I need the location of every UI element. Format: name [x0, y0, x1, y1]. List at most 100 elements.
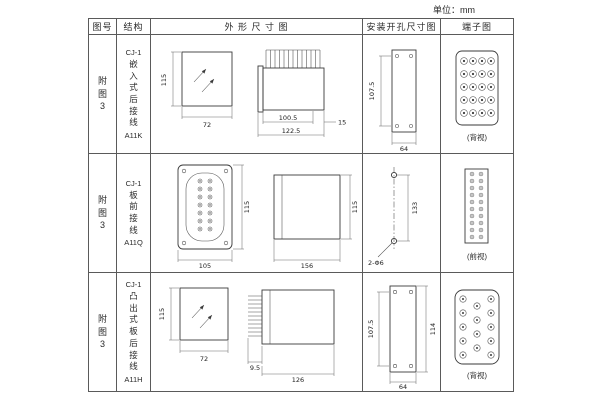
terminal-cell-2: (前视)	[440, 153, 514, 273]
dim-label: 122.5	[281, 127, 300, 135]
dim-label: 115	[160, 73, 168, 85]
dim-label: 114	[429, 322, 437, 334]
terminal-grid	[469, 171, 484, 240]
outline-cell-2: 115 105	[150, 153, 363, 273]
dim-label: 105	[198, 262, 210, 270]
dim-height-side: 115	[340, 174, 359, 239]
terminal-grid	[459, 295, 495, 359]
dim-label: 107.5	[368, 81, 376, 100]
mounting-drawing-a11k: 107.5 64	[368, 49, 416, 153]
side-view	[257, 49, 324, 112]
outline-drawing-a11k: 115 72	[160, 49, 346, 137]
dim-height: 115	[160, 51, 181, 106]
dim-overall-depth: 122.5	[257, 110, 324, 137]
front-view	[181, 51, 232, 106]
dim-flange: 15	[323, 118, 346, 126]
panel-cutout	[389, 285, 416, 372]
terminal-diagram-a11k	[455, 50, 499, 126]
outline-drawing-a11q: 115 105	[177, 164, 359, 270]
dim-label: 156	[300, 262, 312, 270]
structure-text: 嵌入式后接线	[129, 58, 138, 128]
dim-outer-height: 114	[416, 285, 437, 372]
structure-cell-1: CJ-1 嵌入式后接线 A11K	[116, 34, 151, 154]
dim-label: 9.5	[249, 364, 259, 372]
fig-no-text: 附图3	[97, 314, 107, 350]
unit-label: 单位：mm	[433, 5, 475, 15]
terminal-cell-3: (背视)	[440, 272, 514, 392]
dim-label: 115	[158, 307, 166, 319]
dim-pin-length: 9.5	[247, 337, 262, 372]
dim-label: 64	[399, 145, 407, 153]
code-text: A11K	[124, 131, 143, 141]
outline-cell-1: 115 72	[150, 34, 363, 154]
col-header-mounting: 安装开孔尺寸图	[362, 18, 441, 35]
front-view	[177, 164, 232, 249]
terminal-cell-1: (背视)	[440, 34, 514, 154]
dim-label: 115	[243, 200, 251, 212]
col-header-fig-no: 图号	[88, 18, 117, 35]
header-row: 图号 结构 外 形 尺 寸 图 安装开孔尺寸图 端子图	[88, 18, 514, 35]
dim-label: 100.5	[278, 114, 297, 122]
dim-body-depth: 100.5	[262, 110, 313, 124]
dim-height-front: 115	[232, 164, 251, 249]
side-view	[247, 289, 334, 344]
code-text: A11H	[124, 375, 143, 385]
dim-label: 126	[291, 376, 303, 384]
structure-text: 凸出式板后接线	[129, 290, 138, 372]
dim-label: 107.5	[367, 319, 375, 338]
view-caption: (背视)	[467, 371, 487, 380]
fig-no-text: 附图3	[97, 76, 107, 112]
hole-axis	[390, 166, 397, 249]
front-view	[179, 287, 228, 340]
dim-width: 72	[179, 340, 228, 363]
fig-no-cell-3: 附图3	[88, 272, 117, 392]
dim-width: 64	[389, 372, 416, 391]
model-text: CJ-1	[125, 178, 142, 188]
structure-cell-2: CJ-1 板前接线 A11Q	[116, 153, 151, 273]
terminal-diagram-a11h	[454, 289, 500, 365]
dim-spacing: 133	[396, 174, 419, 241]
dim-label: 72	[199, 355, 207, 363]
hole-callout: 2-Φ6	[368, 242, 392, 267]
col-header-outline: 外 形 尺 寸 图	[150, 18, 363, 35]
dim-depth-side: 156	[273, 239, 340, 270]
fig-no-cell-1: 附图3	[88, 34, 117, 154]
dim-depth: 126	[261, 344, 334, 384]
panel-cutout	[391, 49, 416, 132]
fig-no-text: 附图3	[97, 195, 107, 231]
dim-label: 133	[411, 201, 419, 213]
dim-label: 15	[338, 118, 346, 126]
dim-label: 64	[398, 383, 406, 391]
side-view	[273, 174, 340, 239]
view-caption: (前视)	[467, 252, 487, 261]
mount-cell-3: 107.5 114 64	[362, 272, 441, 392]
model-text: CJ-1	[125, 279, 142, 289]
col-header-terminal: 端子图	[440, 18, 514, 35]
mounting-drawing-a11q: 133 2-Φ6	[368, 166, 419, 267]
dim-width-front: 105	[177, 249, 232, 270]
dim-width: 72	[181, 106, 232, 129]
outline-drawing-a11h: 115 72	[158, 287, 334, 384]
view-caption: (背视)	[467, 133, 487, 142]
fig-no-cell-2: 附图3	[88, 153, 117, 273]
dim-label: 72	[202, 121, 210, 129]
model-text: CJ-1	[125, 47, 142, 57]
dim-width: 64	[391, 132, 416, 153]
dim-height: 107.5	[368, 55, 391, 126]
structure-text: 板前接线	[129, 189, 138, 235]
outline-cell-3: 115 72	[150, 272, 363, 392]
mounting-drawing-a11h: 107.5 114 64	[367, 285, 437, 391]
table-row: 附图3 CJ-1 凸出式板后接线 A11H	[88, 272, 514, 392]
table-row: 附图3 CJ-1 板前接线 A11Q	[88, 153, 514, 273]
mount-cell-1: 107.5 64	[362, 34, 441, 154]
dim-height: 115	[158, 287, 179, 340]
dim-hole-spacing: 107.5	[367, 291, 389, 366]
table-row: 附图3 CJ-1 嵌入式后接线 A11K	[88, 34, 514, 154]
dim-label: 2-Φ6	[368, 259, 384, 267]
mount-cell-2: 133 2-Φ6	[362, 153, 441, 273]
code-text: A11Q	[124, 238, 143, 248]
terminal-diagram-a11q	[464, 168, 489, 244]
terminal-grid	[460, 57, 495, 117]
spec-table: 图号 结构 外 形 尺 寸 图 安装开孔尺寸图 端子图 附图3 CJ-1 嵌入式…	[88, 18, 514, 392]
